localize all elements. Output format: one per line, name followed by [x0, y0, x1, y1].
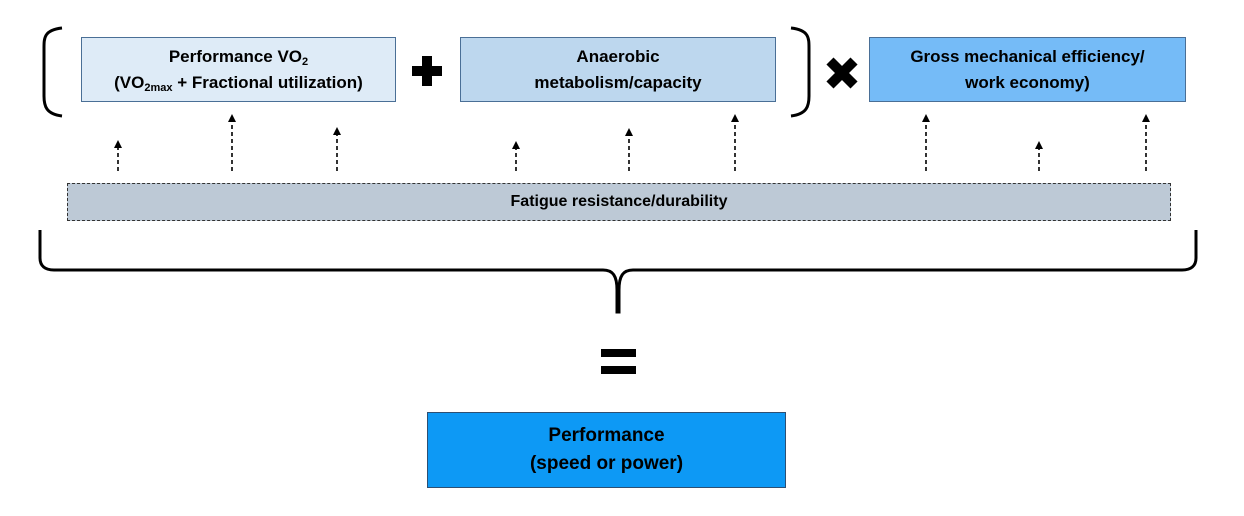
performance-vo2-box: Performance VO2 (VO2max + Fractional uti…: [81, 37, 396, 102]
anaerobic-line1: Anaerobic: [576, 46, 660, 66]
equals-icon: [601, 349, 636, 374]
curly-brace: [38, 230, 1198, 314]
vo2max-subscript: 2max: [144, 81, 173, 94]
vo2-subtitle-rest: + Fractional utilization): [172, 72, 363, 92]
gross-efficiency-box: Gross mechanical efficiency/ work econom…: [869, 37, 1186, 102]
gross-line1: Gross mechanical efficiency/: [910, 46, 1145, 66]
vo2-title: Performance VO2: [169, 44, 308, 70]
right-paren: [790, 26, 811, 118]
performance-box: Performance (speed or power): [427, 412, 786, 488]
gross-line2: work economy): [965, 72, 1090, 92]
vo2-title-subscript: 2: [302, 55, 309, 68]
left-paren: [42, 26, 63, 118]
anaerobic-box: Anaerobic metabolism/capacity: [460, 37, 776, 102]
plus-icon: [412, 56, 442, 86]
multiply-icon: [826, 57, 858, 89]
fatigue-resistance-box: Fatigue resistance/durability: [67, 183, 1171, 221]
performance-line1: Performance: [548, 425, 665, 446]
anaerobic-line2: metabolism/capacity: [534, 72, 702, 92]
vo2-title-text: Performance VO: [168, 46, 303, 66]
arrow-group: [114, 114, 1150, 171]
fatigue-label: Fatigue resistance/durability: [510, 193, 728, 210]
vo2-subtitle-open: (VO: [114, 72, 145, 92]
vo2-subtitle: (VO2max + Fractional utilization): [114, 70, 363, 96]
performance-line2: (speed or power): [529, 453, 684, 474]
